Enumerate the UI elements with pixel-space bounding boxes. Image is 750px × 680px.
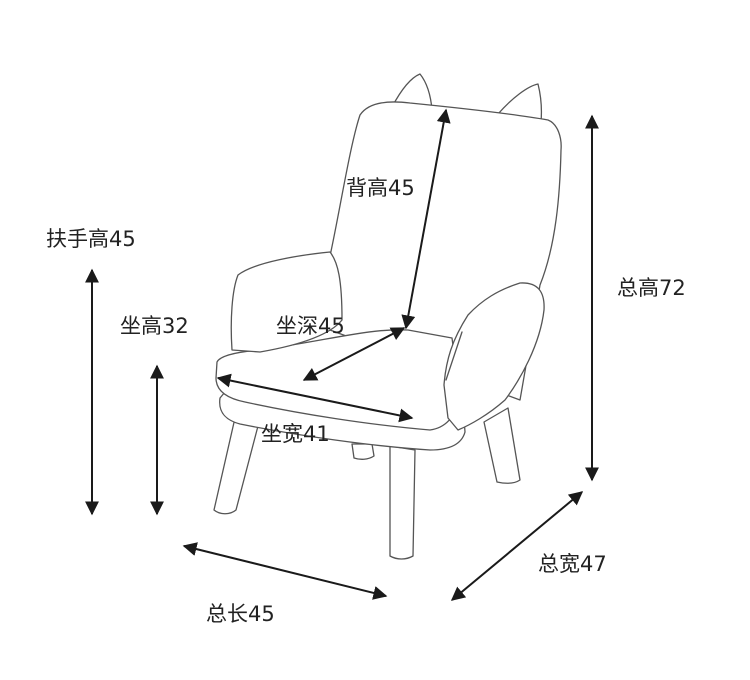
seat-width-label: 坐宽41 [261,422,330,446]
dimension-labels: 背高45 扶手高45 坐高32 坐深45 坐宽41 总高72 总宽47 总长45 [46,176,686,626]
total-length-arrow [182,542,388,600]
seat-depth-arrow [302,327,406,381]
seat-height-label: 坐高32 [120,314,189,338]
total-height-label: 总高72 [617,276,686,300]
seat-width-arrow [216,373,414,423]
dimension-arrows [85,108,599,601]
front-right-leg [389,445,416,560]
total-length-label: 总长45 [206,602,275,626]
right-armrest [443,282,545,431]
right-armrest-inner-edge [445,331,463,381]
seat-depth-label: 坐深45 [276,314,345,338]
back-left-stub [351,443,375,460]
left-ear [391,73,433,111]
right-ear [497,83,543,123]
armrest-height-label: 扶手高45 [46,227,136,251]
back-height-arrow [401,108,451,330]
total-width-label: 总宽47 [538,552,607,576]
total-width-arrow [450,491,584,601]
chair-illustration [213,73,562,560]
back-right-leg [483,407,521,484]
front-left-leg [213,417,259,515]
back-height-label: 背高45 [346,176,415,200]
